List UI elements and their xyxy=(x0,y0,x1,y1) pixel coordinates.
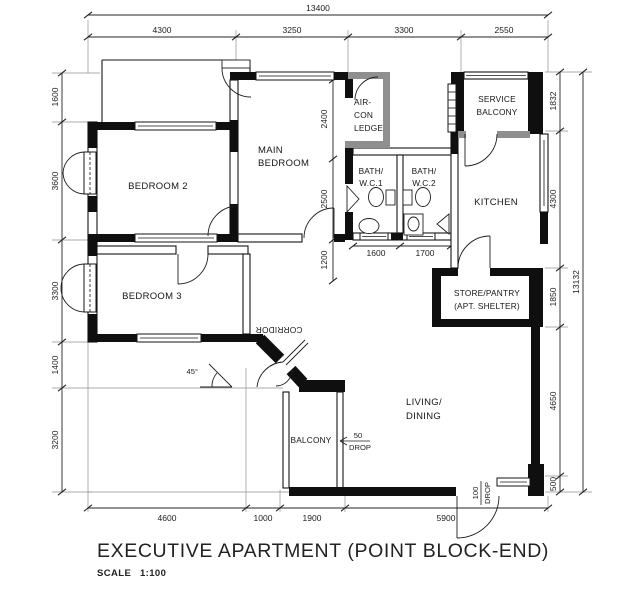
scale-value: 1:100 xyxy=(140,568,166,579)
label-bath1-2: W.C.1 xyxy=(359,178,383,188)
dim-right-1: 4300 xyxy=(548,189,558,208)
dim-right-total: 13132 xyxy=(571,270,581,294)
dim-bath-0: 1600 xyxy=(367,248,386,258)
annotations: 45° 50 DROP 100 DROP xyxy=(187,363,492,505)
angle-indicator xyxy=(200,363,233,388)
label-bath2-2: W.C.2 xyxy=(412,178,436,188)
label-living-2: DINING xyxy=(406,411,441,422)
dimension-labels: 13400 4300 3250 3300 2550 1600 3600 3300… xyxy=(50,3,581,523)
extension-lines xyxy=(52,20,592,512)
drawing-title: EXECUTIVE APARTMENT (POINT BLOCK-END) xyxy=(97,540,549,562)
label-store-1: STORE/PANTRY xyxy=(454,288,520,298)
room-labels: BEDROOM 2 BEDROOM 3 MAIN BEDROOM AIR- CO… xyxy=(122,94,520,445)
dim-bottom-1: 1000 xyxy=(254,513,273,523)
drop100-value: 100 xyxy=(471,487,480,500)
dim-bottom-2: 1900 xyxy=(303,513,322,523)
drop100-annotation: 100 DROP xyxy=(471,481,492,505)
label-main-bedroom-2: BEDROOM xyxy=(258,158,309,169)
dim-left-4: 3200 xyxy=(50,430,60,449)
drop50-label: DROP xyxy=(349,443,371,452)
dim-bottom-0: 4600 xyxy=(158,513,177,523)
dim-top-total: 13400 xyxy=(306,3,330,13)
dim-mainbed-2: 1200 xyxy=(319,250,329,269)
label-service-balcony-1: SERVICE xyxy=(478,94,516,104)
windows xyxy=(83,71,545,487)
ledge-walls xyxy=(345,72,530,148)
dim-bath-1: 1700 xyxy=(416,248,435,258)
dim-right-2: 1850 xyxy=(548,287,558,306)
label-aircon-1: AIR- xyxy=(354,97,371,107)
label-living-1: LIVING/ xyxy=(406,397,442,408)
dim-mainbed-0: 2400 xyxy=(319,109,329,128)
label-aircon-2: CON xyxy=(354,110,373,120)
label-store-2: (APT. SHELTER) xyxy=(454,301,520,311)
dim-right-3: 4650 xyxy=(548,391,558,410)
dim-mainbed-1: 2500 xyxy=(319,189,329,208)
dim-bottom-3: 5900 xyxy=(437,513,456,523)
label-aircon-3: LEDGE xyxy=(354,123,383,133)
label-balcony: BALCONY xyxy=(290,435,331,445)
bathroom-fixtures xyxy=(358,187,431,236)
drop50-value: 50 xyxy=(354,431,362,440)
label-bedroom3: BEDROOM 3 xyxy=(122,291,182,302)
scale-label: SCALE xyxy=(97,568,131,579)
label-service-balcony-2: BALCONY xyxy=(476,107,517,117)
drop50-annotation: 50 DROP xyxy=(339,431,371,452)
dim-top-2: 3300 xyxy=(395,25,414,35)
drop100-label: DROP xyxy=(483,482,492,504)
structural-walls xyxy=(88,72,548,496)
label-main-bedroom-1: MAIN xyxy=(258,145,283,156)
label-corridor: CORRIDOR xyxy=(256,325,303,335)
dim-right-0: 1832 xyxy=(548,91,558,110)
label-bath2-1: BATH/ xyxy=(412,166,437,176)
dim-left-3: 1400 xyxy=(50,355,60,374)
label-kitchen: KITCHEN xyxy=(474,197,518,208)
label-bath1-1: BATH/ xyxy=(359,166,384,176)
label-bedroom2: BEDROOM 2 xyxy=(128,181,188,192)
dim-top-1: 3250 xyxy=(283,25,302,35)
dim-left-1: 3600 xyxy=(50,171,60,190)
dim-top-3: 2550 xyxy=(495,25,514,35)
doors xyxy=(60,59,500,539)
dim-left-0: 1600 xyxy=(50,87,60,106)
dim-right-4: 500 xyxy=(548,477,558,491)
angle-label: 45° xyxy=(187,367,198,376)
dim-left-2: 3300 xyxy=(50,281,60,300)
title-block: EXECUTIVE APARTMENT (POINT BLOCK-END) SC… xyxy=(97,540,549,579)
diagonal-wall xyxy=(255,334,308,388)
dim-top-0: 4300 xyxy=(153,25,172,35)
